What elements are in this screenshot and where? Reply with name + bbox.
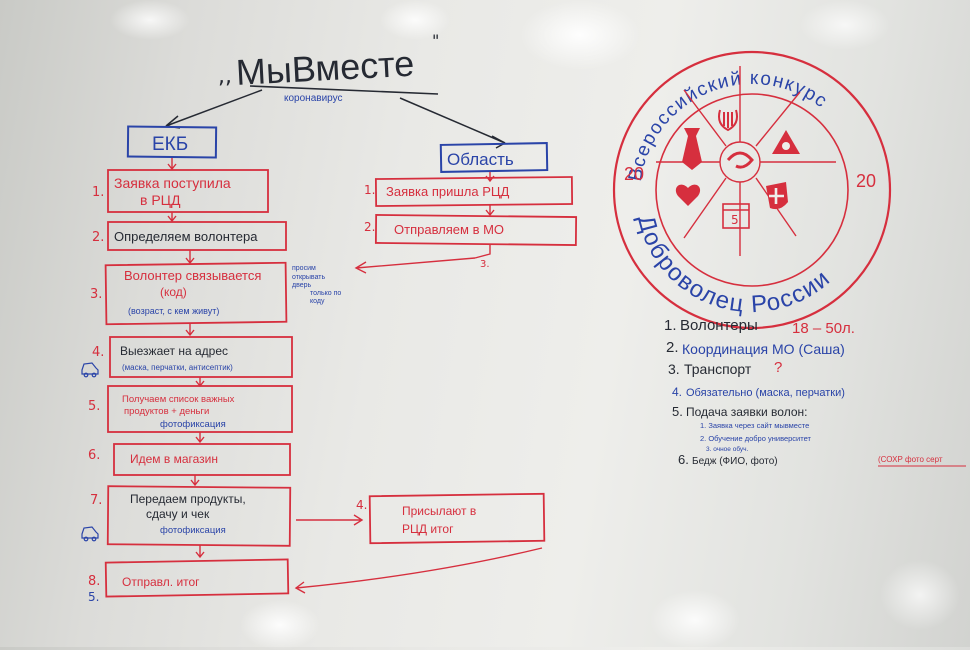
ekb-step-3: 3. Волонтер связывается (код) (возраст, … — [90, 261, 288, 326]
req-4-num: 4. — [672, 385, 682, 399]
oblast-step-1: 1. Заявка пришла РЦД — [364, 176, 574, 207]
side-note-line-5: коду — [310, 298, 325, 305]
dobrovolec-seal: Всероссийский конкурс Доброволец России … — [612, 50, 892, 330]
req-5-num: 5. — [672, 404, 683, 419]
req-3-num: 3. — [668, 361, 680, 377]
ekb-step-1-line-1: Заявка поступила — [114, 175, 231, 191]
ekb-step-4-num: 4. — [92, 345, 104, 360]
triangle-icon — [772, 130, 800, 154]
title-group: ,, МыВместе " коронавирус — [218, 31, 439, 104]
lyre-icon — [718, 109, 738, 132]
ekb-header-text: ЕКБ — [152, 134, 188, 155]
req-6-num: 6. — [678, 452, 689, 467]
req-1-text: Волонтеры — [680, 317, 758, 334]
ekb-step-4: 4. Выезжает на адрес (маска, перчатки, а… — [81, 336, 293, 378]
oblast-step-3: 3. — [480, 259, 490, 270]
ekb-step-5: 5. Получаем список важных продуктов + де… — [88, 385, 293, 433]
sub-item-2: 2. Обучение добро университет — [700, 434, 812, 443]
oblast-step-3-num: 3. — [480, 259, 490, 270]
ekb-step-5-line-2: продуктов + деньги — [124, 406, 209, 417]
seal-year-right: 20 — [856, 171, 876, 191]
req-5-text: Подача заявки волон: — [686, 405, 807, 419]
oblast-step-1-line-1: Заявка пришла РЦД — [386, 184, 510, 199]
ekb-step-3-num: 3. — [90, 287, 102, 302]
title-subtitle: коронавирус — [284, 93, 343, 104]
oblast-step-1-num: 1. — [364, 183, 375, 197]
ekb-step-6-line-1: Идем в магазин — [130, 452, 218, 466]
ekb-step-1-num: 1. — [92, 185, 104, 200]
oblast-step-4-line-1: Присылают в — [402, 504, 476, 518]
sub-item-1: 1. Заявка через сайт мывместе — [700, 421, 809, 430]
ekb-step-7: 7. Передаем продукты, сдачу и чек фотофи… — [81, 485, 292, 547]
oblast-connectors — [294, 172, 543, 594]
ekb-side-note: просим открывать дверь только по коду — [292, 265, 341, 305]
ekb-step-7-line-1: Передаем продукты, — [130, 492, 246, 506]
ekb-step-1-line-2: в РЦД — [140, 192, 181, 208]
title-text: МыВместе — [235, 43, 415, 93]
ekb-step-6: 6. Идем в магазин — [88, 443, 291, 476]
ekb-step-8-num: 8. — [88, 574, 100, 589]
ekb-step-8: 8. 5. Отправл. итог — [88, 558, 290, 604]
req-1-num: 1. — [664, 317, 677, 334]
side-note-line-1: просим — [292, 265, 316, 272]
side-note-line-3: дверь — [292, 282, 312, 289]
car-icon-2 — [81, 526, 99, 542]
oblast-step-4-line-2: РЦД итог — [402, 522, 454, 536]
side-note-line-2: открывать — [292, 274, 326, 281]
req-6-extra: (СОХР фото серт — [878, 455, 943, 464]
ekb-step-1: 1. Заявка поступила в РЦД — [92, 169, 269, 213]
ekb-step-8-num-2: 5. — [88, 590, 99, 604]
oblast-header-text: Область — [447, 150, 514, 169]
calendar-day: 5 — [731, 213, 739, 227]
side-note-line-4: только по — [310, 290, 341, 297]
requirements-list: 1. Волонтеры 18 – 50л. 2. Координация МО… — [664, 317, 966, 467]
oblast-header: Область — [439, 142, 549, 173]
ekb-step-2: 2. Определяем волонтера — [92, 221, 287, 251]
ekb-connectors — [167, 158, 205, 559]
center-logo-icon — [726, 151, 754, 169]
oblast-step-2: 2. Отправляем в МО — [364, 214, 578, 246]
req-4-text: Обязательно (маска, перчатки) — [686, 387, 845, 399]
oblast-step-4-num: 4. — [356, 498, 367, 512]
ekb-step-6-num: 6. — [88, 448, 100, 463]
tie-icon — [682, 128, 702, 170]
ekb-step-7-line-3: фотофиксация — [160, 525, 226, 536]
req-2-num: 2. — [666, 339, 679, 356]
ekb-step-4-line-1: Выезжает на адрес — [120, 344, 228, 358]
ekb-step-5-line-1: Получаем список важных — [122, 394, 235, 405]
title-quote-open: ,, — [218, 64, 232, 89]
sub-item-3: 3. очное обуч. — [706, 445, 749, 453]
oblast-step-2-line-1: Отправляем в МО — [394, 222, 504, 237]
ekb-step-4-line-2: (маска, перчатки, антисептик) — [122, 363, 233, 372]
ekb-step-2-line-1: Определяем волонтера — [114, 229, 258, 244]
car-icon — [81, 362, 99, 378]
ekb-header: ЕКБ — [126, 125, 218, 159]
req-3-text: Транспорт — [684, 361, 752, 377]
ekb-step-7-line-2: сдачу и чек — [146, 507, 210, 521]
ekb-step-2-num: 2. — [92, 230, 104, 245]
shield-icon — [766, 182, 788, 210]
ekb-step-5-num: 5. — [88, 399, 100, 414]
ekb-step-3-line-1: Волонтер связывается — [124, 268, 261, 283]
title-arrows — [165, 89, 506, 149]
ekb-step-7-num: 7. — [90, 493, 102, 508]
oblast-step-4: 4. Присылают в РЦД итог — [356, 492, 546, 545]
ekb-step-3-line-2: (код) — [160, 285, 187, 299]
oblast-step-2-num: 2. — [364, 220, 375, 234]
req-1-extra: 18 – 50л. — [792, 320, 855, 337]
seal-year-left: 20 — [624, 164, 644, 184]
ekb-step-8-line-1: Отправл. итог — [122, 575, 200, 589]
req-3-extra: ? — [774, 359, 782, 376]
ekb-step-5-line-3: фотофиксация — [160, 419, 226, 430]
title-underline — [249, 85, 439, 95]
calendar-icon: 5 — [722, 203, 750, 229]
ekb-step-3-line-3: (возраст, с кем живут) — [128, 306, 219, 316]
req-2-text: Координация МО (Саша) — [682, 341, 845, 357]
req-6-text: Бедж (ФИО, фото) — [692, 455, 778, 467]
heart-icon — [675, 184, 701, 206]
title-quote-close: " — [432, 31, 439, 50]
